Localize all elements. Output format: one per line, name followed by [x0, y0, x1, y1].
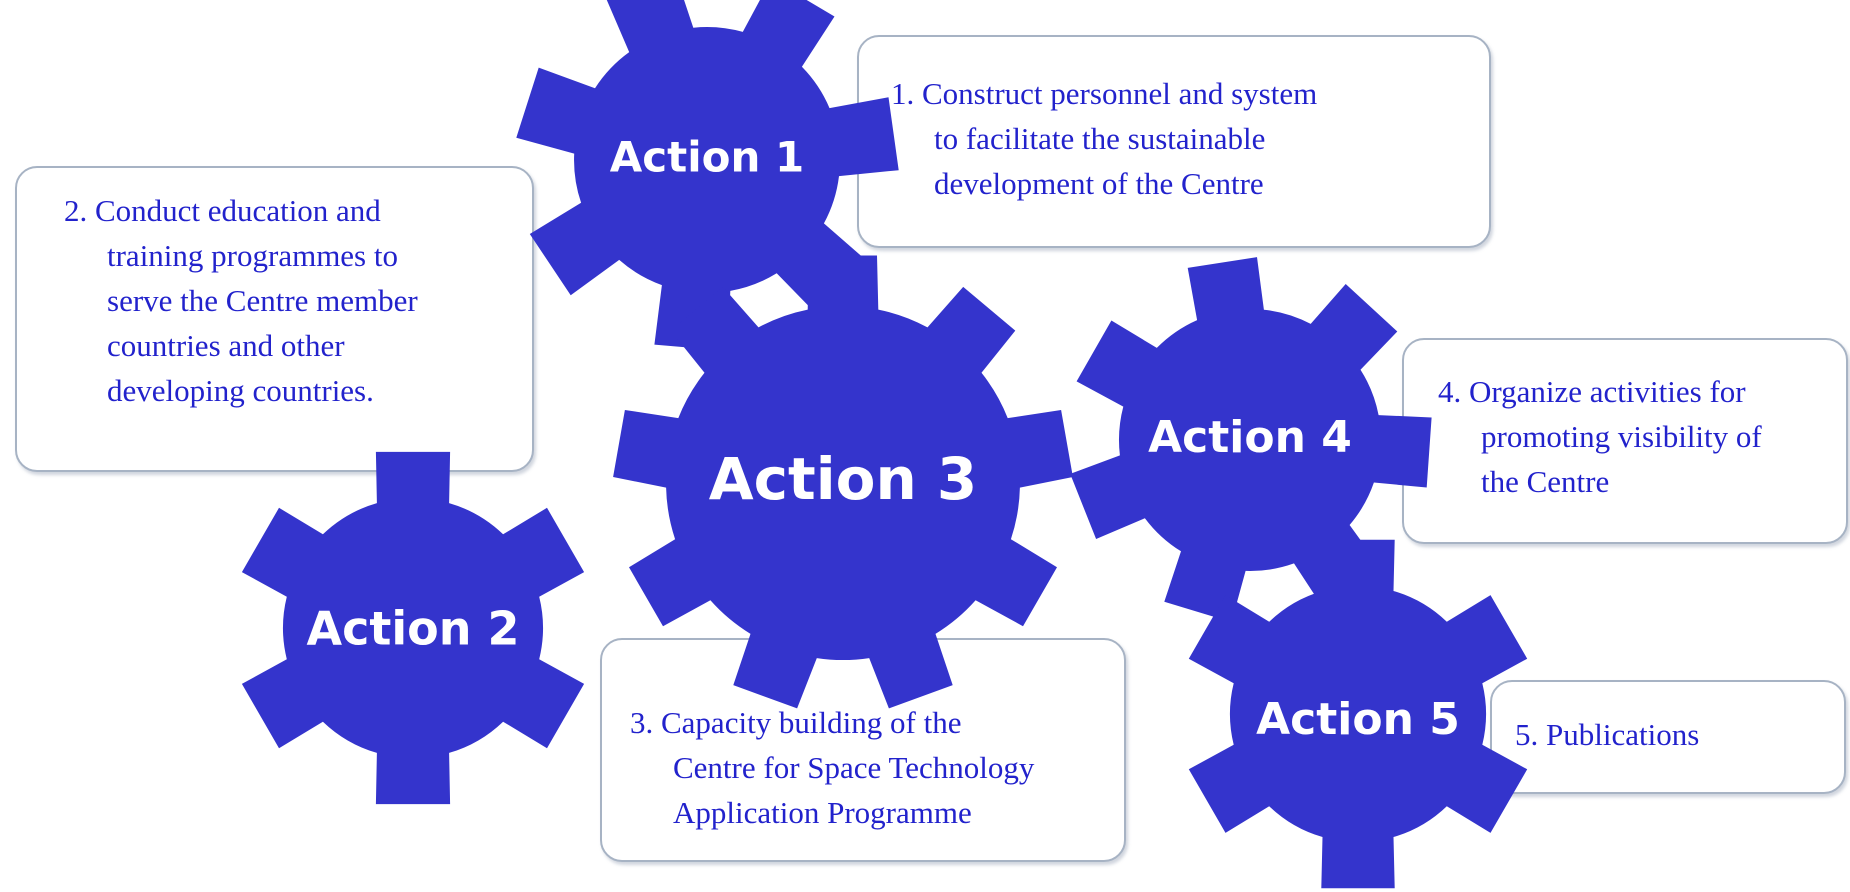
action-3-line: 3. Capacity building of the	[630, 705, 962, 740]
action-2-line: 2. Conduct education and	[64, 193, 381, 228]
action-3-description-box: 3. Capacity building of the Centre for S…	[600, 638, 1126, 862]
action-3-description: 3. Capacity building of the Centre for S…	[630, 700, 1034, 835]
action-3-gear: Action 3	[613, 255, 1073, 709]
gear-icon	[516, 0, 899, 351]
action-2-description: 2. Conduct education and training progra…	[64, 188, 418, 413]
action-2-gear: Action 2	[241, 451, 585, 805]
action-3-line: Application Programme	[673, 795, 972, 830]
action-2-line: training programmes to	[107, 238, 398, 273]
action-2-line: developing countries.	[107, 373, 374, 408]
action-3-line: Centre for Space Technology	[673, 750, 1035, 785]
action-2-label: Action 2	[307, 602, 520, 656]
action-4-line: 4. Organize activities for	[1438, 374, 1746, 409]
action-1-description-box: 1. Construct personnel and system to fac…	[857, 35, 1491, 248]
action-4-label: Action 4	[1148, 412, 1352, 463]
action-5-label: Action 5	[1256, 694, 1460, 745]
action-5-description: 5. Publications	[1515, 712, 1699, 757]
gear-icon	[613, 255, 1073, 709]
action-1-gear: Action 1	[516, 0, 899, 351]
action-5-line: 5. Publications	[1515, 717, 1700, 752]
action-2-line: serve the Centre member	[107, 283, 418, 318]
action-4-description: 4. Organize activities for promoting vis…	[1438, 369, 1762, 504]
action-4-line: promoting visibility of	[1481, 419, 1762, 454]
action-5-description-box: 5. Publications	[1490, 680, 1846, 794]
action-1-description: 1. Construct personnel and system to fac…	[891, 71, 1317, 206]
action-2-description-box: 2. Conduct education and training progra…	[15, 166, 534, 472]
action-1-line: to facilitate the sustainable	[934, 121, 1266, 156]
action-4-gear: Action 4	[1070, 257, 1432, 623]
action-3-label: Action 3	[709, 445, 978, 513]
action-5-gear: Action 5	[1188, 539, 1528, 889]
gear-icon	[1070, 257, 1432, 623]
action-1-label: Action 1	[610, 133, 804, 182]
action-4-description-box: 4. Organize activities for promoting vis…	[1402, 338, 1848, 544]
action-1-line: development of the Centre	[934, 166, 1264, 201]
gear-icon	[1188, 539, 1528, 889]
gear-icon	[241, 451, 585, 805]
action-1-line: 1. Construct personnel and system	[891, 76, 1318, 111]
action-2-line: countries and other	[107, 328, 345, 363]
action-4-line: the Centre	[1481, 464, 1610, 499]
